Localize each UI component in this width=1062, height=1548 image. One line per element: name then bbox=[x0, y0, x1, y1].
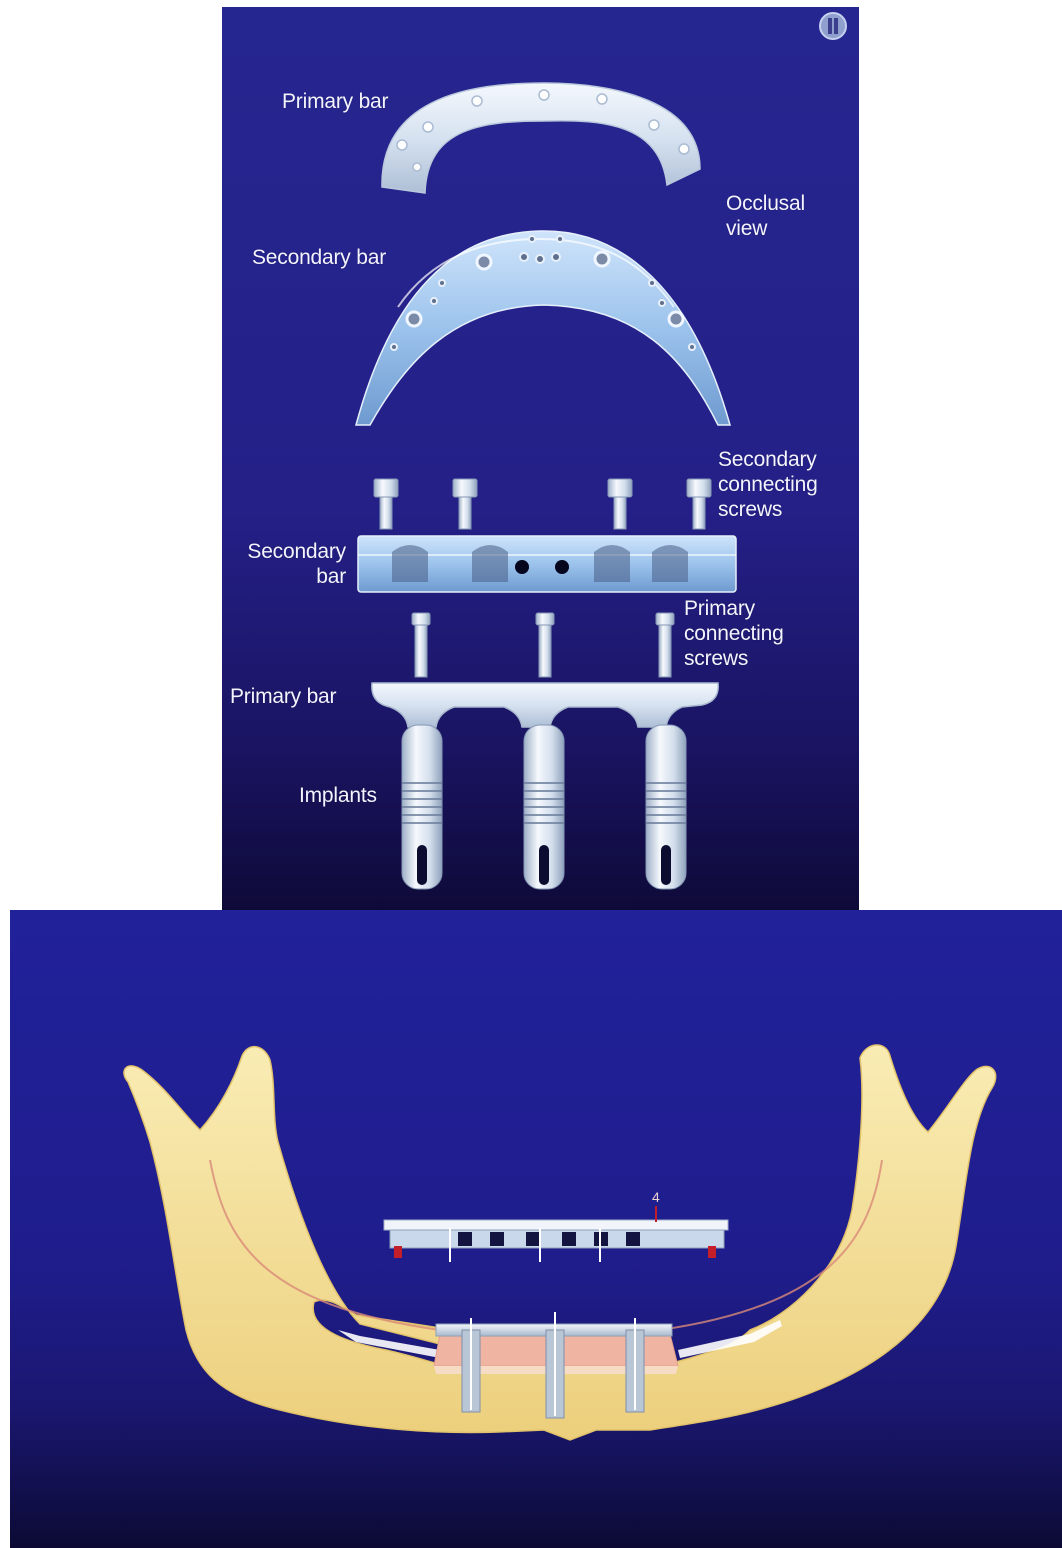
label-implants: Implants bbox=[299, 783, 377, 808]
screw bbox=[656, 613, 674, 677]
screw bbox=[374, 479, 398, 529]
label-occlusal-view: Occlusal view bbox=[726, 191, 805, 241]
primary-bar-installed bbox=[436, 1312, 672, 1418]
label-secondary-connecting-screws: Secondary connecting screws bbox=[718, 447, 818, 522]
screw bbox=[608, 479, 632, 529]
secondary-connecting-screws bbox=[374, 479, 711, 529]
info-circle-icon[interactable] bbox=[820, 13, 846, 39]
screw bbox=[536, 613, 554, 677]
screw bbox=[687, 479, 711, 529]
secondary-bar-occlusal bbox=[356, 231, 730, 425]
primary-bar-occlusal bbox=[382, 83, 700, 193]
mandible-panel: 4 bbox=[10, 910, 1062, 1548]
implant bbox=[402, 725, 442, 889]
primary-bar-side bbox=[372, 683, 718, 727]
exploded-view-panel: Primary bar Occlusal view Secondary bar … bbox=[222, 7, 859, 910]
marker-label: 4 bbox=[652, 1189, 660, 1205]
mandible-illustration: 4 bbox=[10, 910, 1062, 1548]
implant bbox=[524, 725, 564, 889]
screw bbox=[453, 479, 477, 529]
label-primary-bar-side: Primary bar bbox=[230, 684, 336, 709]
primary-connecting-screws bbox=[412, 613, 674, 677]
label-secondary-bar-occlusal: Secondary bar bbox=[252, 245, 386, 270]
label-primary-bar-occlusal: Primary bar bbox=[282, 89, 388, 114]
implants bbox=[402, 725, 686, 889]
label-primary-connecting-screws: Primary connecting screws bbox=[684, 596, 784, 671]
label-secondary-bar-side: Secondary bar bbox=[228, 539, 346, 589]
screw bbox=[412, 613, 430, 677]
secondary-bar-side bbox=[358, 536, 736, 592]
implant bbox=[646, 725, 686, 889]
secondary-bar-installed bbox=[384, 1220, 728, 1262]
